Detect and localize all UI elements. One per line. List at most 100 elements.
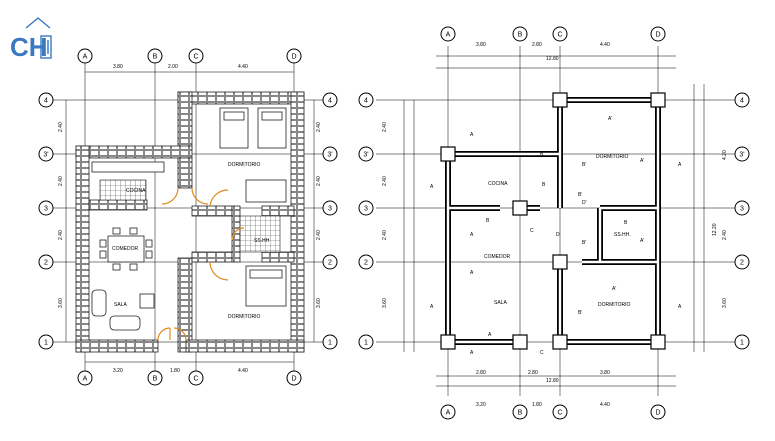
axis-bubble [552, 404, 568, 420]
axis-bubble [440, 404, 456, 420]
section-mark: A' [640, 158, 644, 164]
section-mark: B [624, 220, 628, 226]
axis-bubble-label: 3 [44, 206, 48, 213]
section-mark: A [470, 350, 474, 356]
axis-bubble-label: 1 [44, 340, 48, 347]
dimension-label: 2.40 [382, 122, 388, 132]
bed-icon [219, 107, 287, 149]
axis-bubble-label: 3 [328, 206, 332, 213]
axis-bubble-label: 3 [740, 206, 744, 213]
axis-bubble [322, 200, 338, 216]
company-logo: CH [10, 17, 52, 62]
axis-bubble [38, 200, 54, 216]
section-mark: B' [582, 240, 586, 246]
room-label: SS.HH [254, 238, 270, 244]
axis-bubble [286, 370, 302, 386]
axis-bubble [358, 254, 374, 270]
axis-bubble [38, 254, 54, 270]
axis-bubble [734, 92, 750, 108]
axis-bubble-label: C [193, 54, 198, 61]
axis-bubble-label: D [655, 410, 660, 417]
axis-bubble [552, 26, 568, 42]
axis-bubble-label: C [193, 376, 198, 383]
dimension-label: 2.40 [58, 176, 64, 186]
axis-bubble-label: A [83, 54, 88, 61]
dimension-label: 3.80 [600, 370, 610, 376]
axis-bubble [512, 26, 528, 42]
logo-text: CH [10, 32, 48, 62]
dimension-label: 2.40 [382, 176, 388, 186]
axis-bubble [147, 370, 163, 386]
dimension-label: 3.80 [113, 64, 123, 70]
dimension-label: 4.40 [238, 64, 248, 70]
dimension-label: 3.60 [722, 298, 728, 308]
section-mark: B' [578, 192, 582, 198]
axis-bubbles-right: 43'321 [322, 92, 338, 350]
dimension-label: 4.20 [722, 150, 728, 160]
axis-bubble [358, 200, 374, 216]
axis-bubble-label: 1 [364, 340, 368, 347]
kitchen-tile-floor [99, 179, 147, 201]
axis-bubble [38, 334, 54, 350]
dimension-label: 4.40 [600, 42, 610, 48]
room-label: SALA [114, 302, 127, 308]
axis-bubble [77, 48, 93, 64]
section-mark: B [540, 152, 544, 158]
dimension-label: 2.00 [168, 64, 178, 70]
dimension-label: 3.60 [316, 298, 322, 308]
room-label: DORMITORIO [598, 302, 631, 308]
section-mark: A [470, 270, 474, 276]
dimension-label: 1.80 [170, 368, 180, 374]
axis-bubble-label: 2 [364, 260, 368, 267]
axis-bubble-label: D [291, 376, 296, 383]
dimension-label: 2.40 [722, 230, 728, 240]
axis-bubble-label: C [557, 32, 562, 39]
axis-bubble [38, 146, 54, 162]
dimension-label: 2.40 [316, 230, 322, 240]
dimension-label: 3.20 [476, 402, 486, 408]
section-mark: A [470, 232, 474, 238]
axis-bubble [322, 146, 338, 162]
axis-bubble [322, 254, 338, 270]
dining-table-icon [99, 227, 153, 271]
axis-bubble-label: C [557, 410, 562, 417]
axis-bubble [650, 404, 666, 420]
axis-bubble-label: 4 [328, 98, 332, 105]
bathroom-tile-floor [239, 215, 281, 253]
axis-bubbles-left: 43'321 [358, 92, 374, 350]
section-mark: A' [612, 286, 616, 292]
section-mark: A' [608, 116, 612, 122]
axis-bubble-label: 2 [740, 260, 744, 267]
sofa-icon [91, 289, 155, 331]
axis-bubble [650, 26, 666, 42]
dimension-label: 3.20 [113, 368, 123, 374]
axis-bubble [734, 200, 750, 216]
section-mark: B [486, 218, 490, 224]
section-mark: A [470, 132, 474, 138]
wardrobe-icon [245, 179, 287, 203]
section-mark: A [678, 304, 682, 310]
dimension-label: 2.40 [382, 230, 388, 240]
dimension-label: 12.80 [546, 378, 559, 384]
dimension-label: 12.20 [712, 223, 718, 236]
axis-bubble [188, 48, 204, 64]
axis-bubble-label: D [655, 32, 660, 39]
axis-bubble [322, 334, 338, 350]
axis-bubble-label: B [518, 32, 523, 39]
axis-bubble-label: A [446, 410, 451, 417]
dimension-label: 3.60 [58, 298, 64, 308]
dimension-label: 2.40 [58, 230, 64, 240]
axis-bubble-label: 2 [44, 260, 48, 267]
section-mark: C [530, 228, 534, 234]
kitchen-counter [91, 161, 165, 173]
room-label: COCINA [488, 181, 508, 187]
section-mark: D [556, 232, 560, 238]
axis-bubbles-right: 43'321 [734, 92, 750, 350]
axis-bubble [512, 404, 528, 420]
axis-bubble-label: B [153, 376, 158, 383]
axis-bubble [358, 334, 374, 350]
